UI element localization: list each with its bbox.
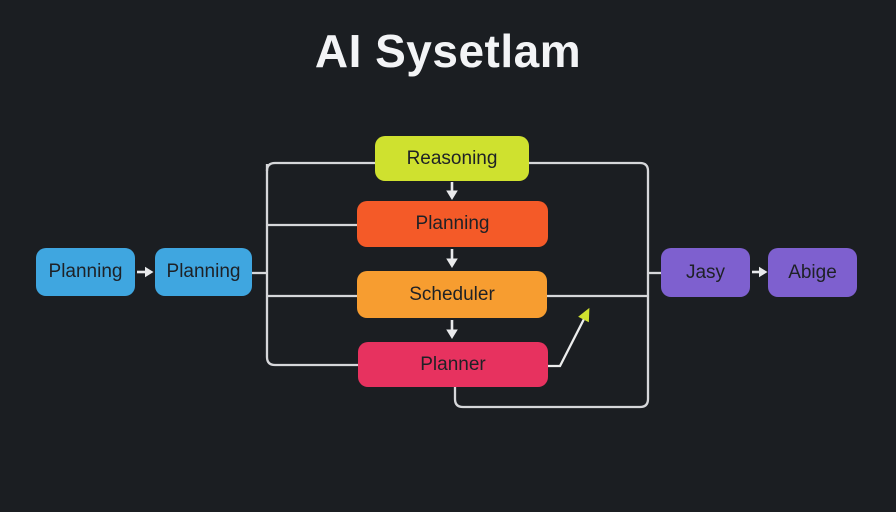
diagram-title: AI Sysetlam xyxy=(314,25,582,77)
left-trunk-line xyxy=(265,164,358,367)
node-planner-label: Planner xyxy=(420,353,486,375)
node-planning[interactable]: Planning xyxy=(357,201,548,247)
node-abige[interactable]: Abige xyxy=(768,248,857,297)
diagonal-feedback-arrow xyxy=(548,307,590,368)
arrow-scheduler-to-planner xyxy=(446,320,458,339)
node-planning-left-second[interactable]: Planning xyxy=(155,248,252,296)
node-reasoning[interactable]: Reasoning xyxy=(375,136,529,181)
arrow-right-output-pair xyxy=(752,266,768,278)
arrow-reasoning-to-planning xyxy=(446,182,458,200)
arrow-planning-to-scheduler xyxy=(446,249,458,268)
node-abige-label: Abige xyxy=(788,261,837,283)
node-planning-left-second-label: Planning xyxy=(166,261,241,282)
node-planning-left-first[interactable]: Planning xyxy=(36,248,135,296)
outer-loop-line xyxy=(265,161,650,409)
node-jasy-label: Jasy xyxy=(685,261,726,283)
node-jasy[interactable]: Jasy xyxy=(661,248,750,297)
arrow-left-planning-pair xyxy=(137,266,154,278)
node-scheduler[interactable]: Scheduler xyxy=(357,271,547,318)
node-reasoning-label: Reasoning xyxy=(406,147,498,169)
node-planning-label: Planning xyxy=(415,213,490,234)
node-scheduler-label: Scheduler xyxy=(409,283,495,305)
node-planning-left-first-label: Planning xyxy=(48,261,123,282)
node-planner[interactable]: Planner xyxy=(358,342,548,387)
